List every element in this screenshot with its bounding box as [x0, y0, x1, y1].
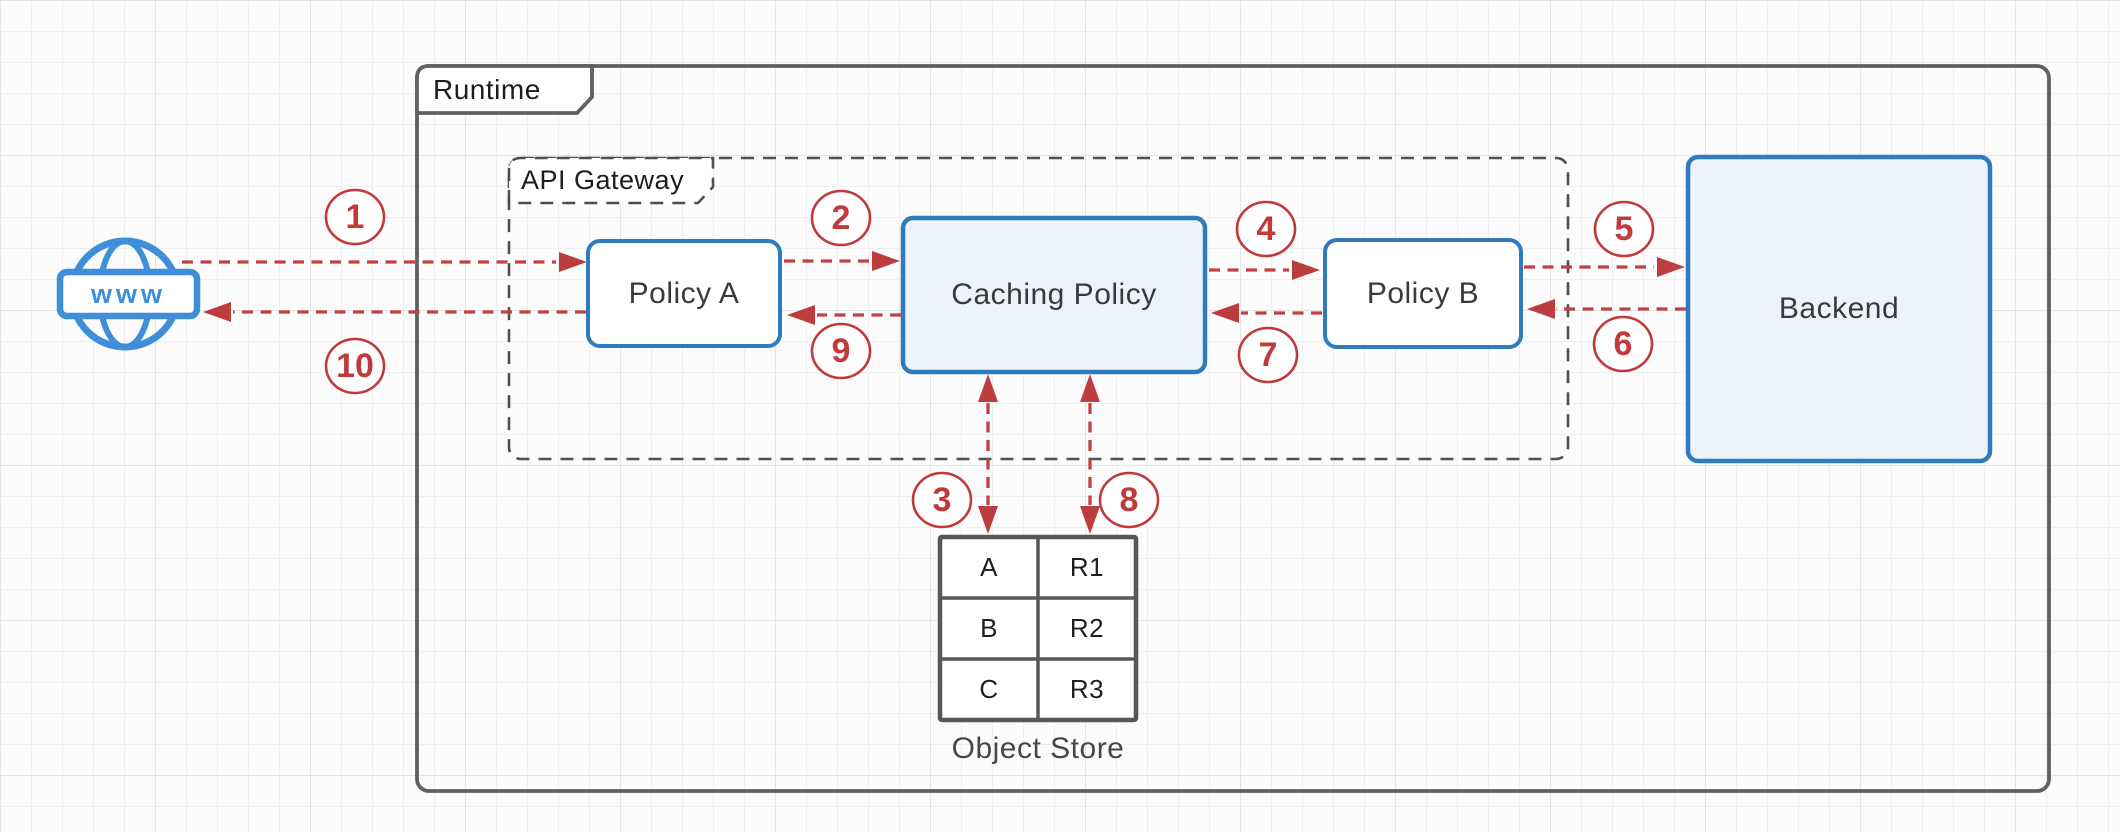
www-banner — [56, 268, 201, 320]
runtime-container — [415, 64, 2051, 793]
policy-a-node — [586, 239, 782, 348]
object-store-table — [937, 534, 1139, 723]
flow-arrows — [182, 259, 1686, 505]
flow-arrowheads — [203, 251, 1685, 534]
globe-icon — [56, 237, 201, 351]
runtime-tab — [415, 64, 594, 115]
api-gateway-tab — [507, 156, 715, 205]
backend-node — [1685, 154, 1993, 464]
step-circles — [324, 188, 1655, 529]
policy-b-node — [1323, 238, 1523, 349]
caching-policy-node — [900, 215, 1208, 375]
